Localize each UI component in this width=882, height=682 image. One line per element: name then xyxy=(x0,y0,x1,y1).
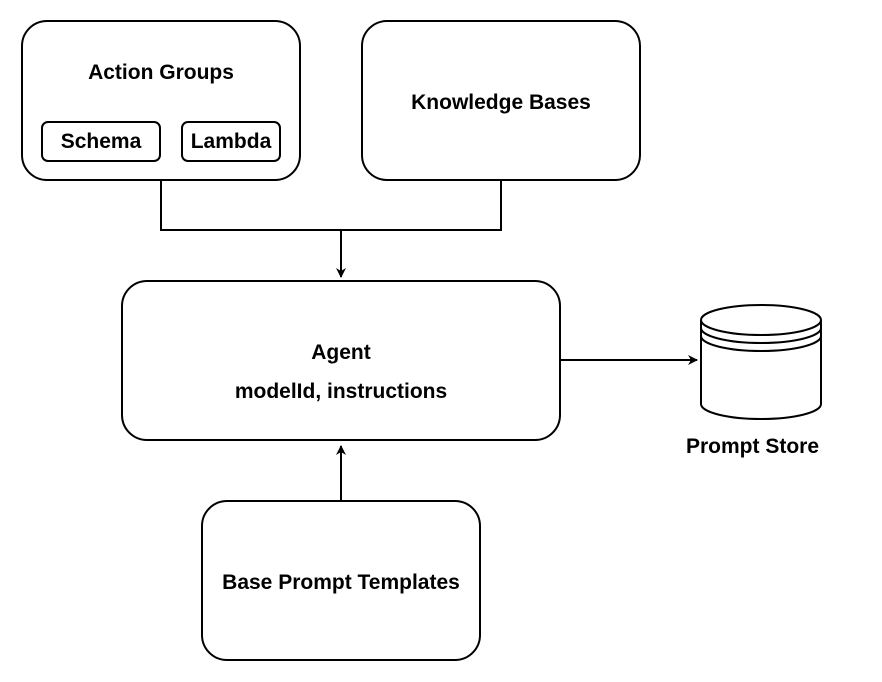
database-icon xyxy=(700,304,822,420)
edge-knowledge-bases-to-agent xyxy=(341,181,502,231)
base-prompt-templates-title: Base Prompt Templates xyxy=(222,571,460,594)
lambda-node[interactable]: Lambda xyxy=(181,121,281,162)
action-groups-node[interactable]: Action Groups Schema Lambda xyxy=(21,20,301,181)
action-groups-title: Action Groups xyxy=(88,61,234,84)
agent-title: Agent xyxy=(311,341,371,364)
knowledge-bases-title: Knowledge Bases xyxy=(411,91,591,114)
lambda-label: Lambda xyxy=(190,130,272,153)
base-prompt-templates-node[interactable]: Base Prompt Templates xyxy=(201,500,481,661)
schema-node[interactable]: Schema xyxy=(41,121,161,162)
prompt-store-label: Prompt Store xyxy=(686,435,820,458)
agent-node[interactable]: Agent modelId, instructions xyxy=(121,280,561,441)
schema-label: Schema xyxy=(60,130,142,153)
agent-subtitle: modelId, instructions xyxy=(234,380,448,403)
knowledge-bases-node[interactable]: Knowledge Bases xyxy=(361,20,641,181)
edge-action-groups-to-agent xyxy=(160,181,341,231)
